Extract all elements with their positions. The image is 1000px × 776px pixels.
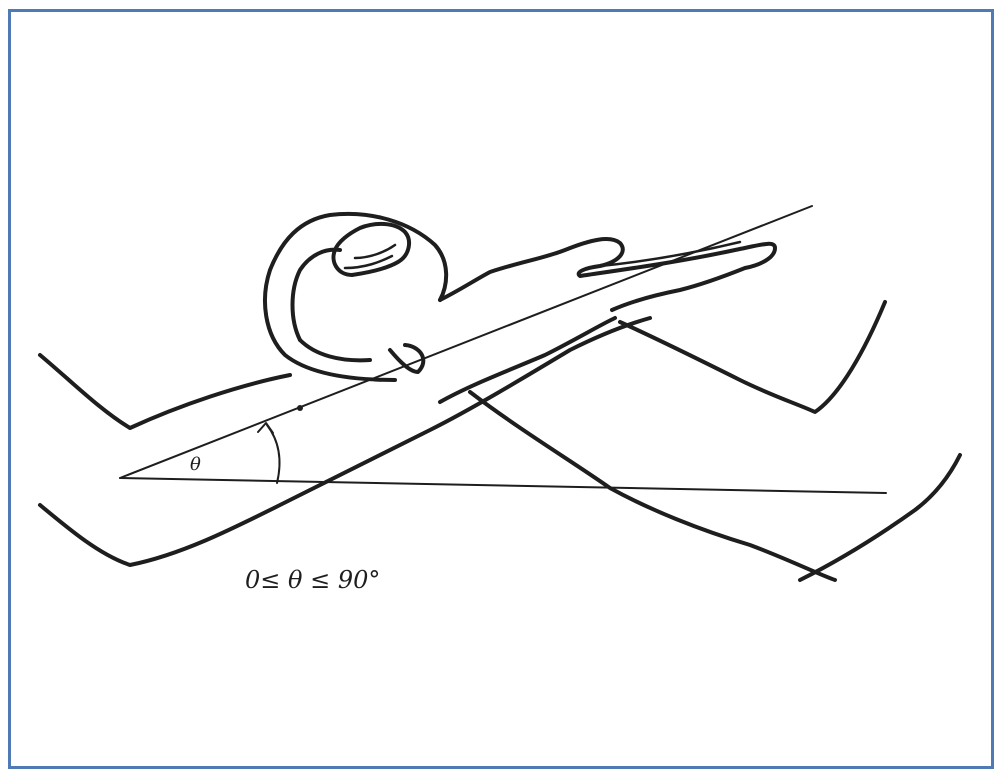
angle-arrowhead (258, 423, 273, 433)
forearm-top (440, 239, 775, 310)
hands-drawing (265, 214, 775, 380)
fist-knuckle-1 (355, 245, 395, 258)
reference-dot (297, 405, 303, 411)
raised-leg-underside (620, 302, 885, 412)
lower-leg-foot (800, 455, 960, 580)
elbow-curve (300, 340, 370, 360)
raised-leg-thigh-bottom (440, 318, 615, 402)
lower-leg-drawing (40, 318, 960, 580)
lower-leg-top-outline (40, 355, 290, 428)
raised-leg-drawing (440, 302, 885, 412)
angle-geometry: θ (120, 206, 886, 493)
trunk-reference-line (120, 206, 812, 478)
horizontal-reference-line (120, 478, 886, 493)
angle-range-label: 0≤ θ ≤ 90° (245, 566, 380, 594)
lower-leg-bottom-outline (40, 318, 650, 565)
wrist-curve (390, 345, 423, 372)
angle-symbol: θ (190, 454, 201, 475)
